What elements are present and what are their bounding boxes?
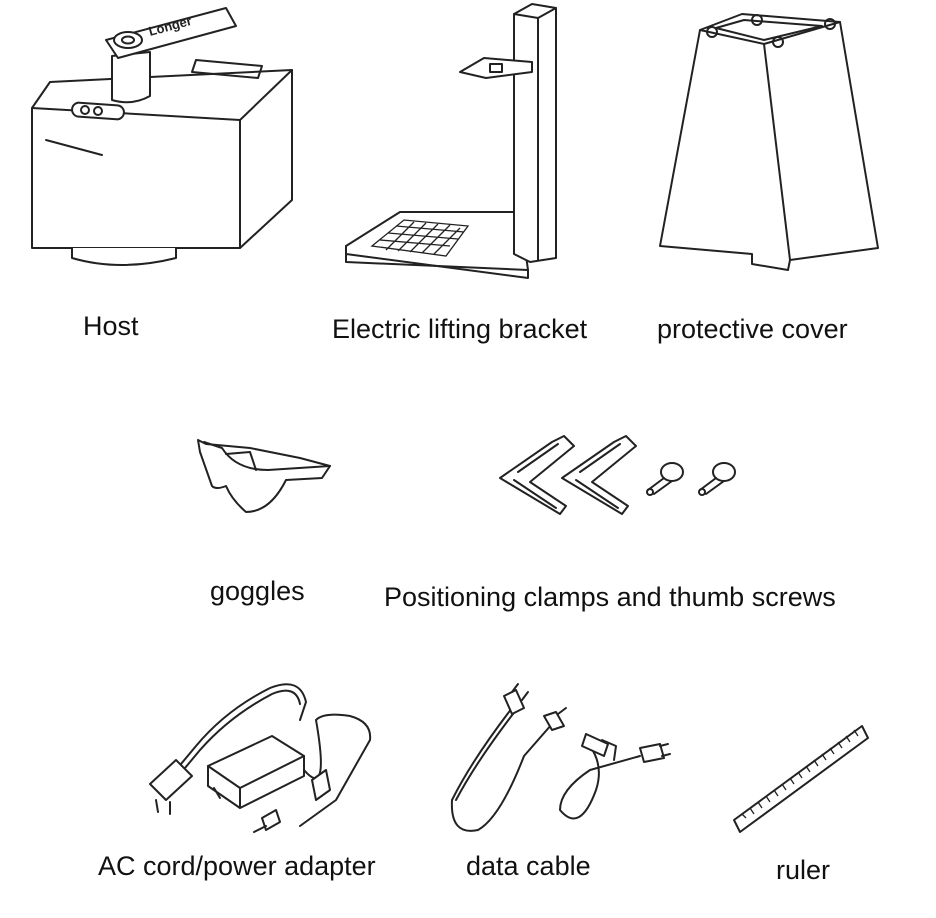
item-label: AC cord/power adapter	[98, 851, 376, 881]
item-label: Positioning clamps and thumb screws	[384, 582, 836, 612]
goggles-illustration	[197, 439, 331, 513]
thumb-screw-2	[698, 462, 736, 496]
item-label: ruler	[776, 855, 831, 885]
lifting-bracket-illustration	[345, 3, 557, 279]
power-adapter-illustration	[149, 683, 372, 833]
clamp-right	[561, 435, 637, 515]
clamp-left	[499, 435, 575, 515]
laser-host-illustration: Longer	[31, 7, 293, 266]
thumb-screw-1	[646, 462, 684, 496]
item-label: goggles	[210, 576, 305, 606]
item-label: Electric lifting bracket	[332, 314, 588, 344]
data-cable-illustration	[450, 683, 671, 832]
item-label: Host	[83, 311, 139, 341]
clamps-and-screws-illustration	[499, 435, 736, 515]
ruler-illustration	[733, 725, 869, 833]
item-label: data cable	[466, 851, 591, 881]
dot-grid	[370, 219, 470, 257]
protective-cover-illustration	[659, 13, 879, 271]
item-label: protective cover	[657, 314, 848, 344]
